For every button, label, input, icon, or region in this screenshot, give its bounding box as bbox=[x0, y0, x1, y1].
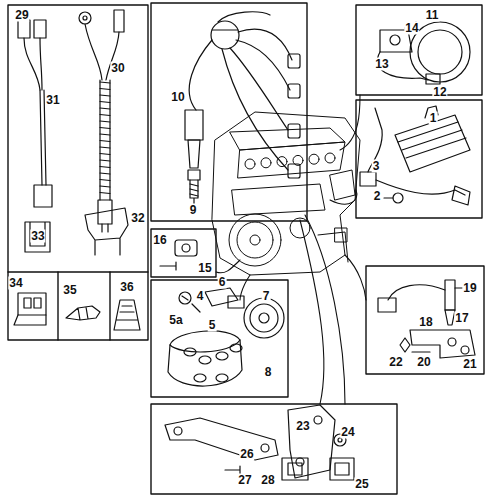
connector-parts bbox=[14, 293, 140, 330]
callout-number: 30 bbox=[110, 62, 125, 75]
ignition-leads bbox=[185, 12, 300, 206]
callout-number: 6 bbox=[218, 276, 227, 289]
cam-lobe bbox=[277, 157, 287, 167]
sheath-rib bbox=[100, 134, 110, 135]
callout-number: 28 bbox=[260, 474, 275, 487]
sheath-rib bbox=[100, 82, 110, 83]
callout-number: 5 bbox=[208, 319, 217, 332]
sheath-rib bbox=[100, 173, 110, 174]
cap-tower bbox=[194, 374, 206, 382]
callout-number: 18 bbox=[418, 316, 433, 329]
callout-number: 21 bbox=[462, 358, 477, 371]
callout-number: 34 bbox=[8, 277, 23, 290]
callout-number: 19 bbox=[462, 282, 477, 295]
sheath-rib bbox=[100, 186, 110, 187]
sheath-rib bbox=[100, 154, 110, 155]
callout-number: 17 bbox=[454, 312, 469, 325]
callout-number: 24 bbox=[340, 426, 355, 439]
callout-number: 16 bbox=[152, 234, 167, 247]
callout-number: 20 bbox=[416, 356, 431, 369]
sheath-outline bbox=[100, 80, 110, 200]
callout-number: 33 bbox=[30, 230, 45, 243]
callout-number: 11 bbox=[425, 9, 440, 22]
cam-lobe bbox=[261, 158, 271, 168]
callout-number: 31 bbox=[45, 94, 60, 107]
sheath-rib bbox=[100, 102, 110, 103]
crank-sensor bbox=[378, 280, 475, 358]
callout-number: 12 bbox=[432, 86, 447, 99]
clips bbox=[25, 208, 128, 255]
sheath-rib bbox=[100, 89, 110, 90]
callout-number: 35 bbox=[62, 284, 77, 297]
callout-number: 13 bbox=[374, 58, 389, 71]
brackets bbox=[165, 405, 354, 480]
cap-tower bbox=[199, 356, 211, 364]
callout-number: 29 bbox=[14, 9, 29, 22]
sheath-rib bbox=[100, 95, 110, 96]
sheath-rib bbox=[100, 121, 110, 122]
callout-number: 36 bbox=[119, 281, 134, 294]
engine-illustration bbox=[212, 112, 360, 275]
reference-curves bbox=[216, 95, 366, 404]
callout-number: 5a bbox=[168, 314, 183, 327]
callout-number: 14 bbox=[404, 22, 419, 35]
sheath-rib bbox=[100, 180, 110, 181]
actuator bbox=[377, 22, 470, 84]
callout-number: 25 bbox=[354, 478, 369, 491]
sheath-rib bbox=[100, 108, 110, 109]
plug-boot bbox=[288, 164, 300, 178]
cam-lobe bbox=[309, 154, 319, 164]
callout-number: 22 bbox=[388, 356, 403, 369]
callout-number: 1 bbox=[429, 112, 438, 125]
cap-tower bbox=[216, 352, 228, 360]
callout-number: 7 bbox=[262, 290, 271, 303]
ignition-coil bbox=[360, 106, 470, 205]
callout-number: 8 bbox=[264, 366, 273, 379]
callout-number: 26 bbox=[239, 448, 254, 461]
callout-number: 4 bbox=[196, 290, 205, 303]
callout-number: 3 bbox=[372, 160, 381, 173]
sheath-rib bbox=[100, 193, 110, 194]
sheath-rib bbox=[100, 160, 110, 161]
callout-number: 27 bbox=[237, 474, 252, 487]
cam-lobe bbox=[245, 159, 255, 169]
plug-boot bbox=[288, 124, 300, 138]
sheath-rib bbox=[100, 115, 110, 116]
sheath-rib bbox=[100, 147, 110, 148]
plug-boot bbox=[288, 54, 300, 68]
sheath-rib bbox=[100, 167, 110, 168]
plug-boot bbox=[288, 84, 300, 98]
cap-tower bbox=[184, 348, 196, 356]
panel-frames bbox=[8, 3, 484, 494]
wiring-harnesses bbox=[18, 10, 124, 232]
callout-number: 9 bbox=[189, 204, 198, 217]
distributor bbox=[168, 288, 284, 386]
callout-number: 23 bbox=[295, 420, 310, 433]
callout-number: 10 bbox=[170, 91, 185, 104]
sheath-rib bbox=[100, 128, 110, 129]
callout-number: 15 bbox=[197, 262, 212, 275]
cap-tower bbox=[216, 374, 228, 382]
callout-number: 2 bbox=[373, 190, 382, 203]
cap-tower bbox=[230, 344, 242, 352]
callout-number: 32 bbox=[130, 212, 145, 225]
cam-lobe bbox=[325, 153, 335, 163]
sheath-rib bbox=[100, 141, 110, 142]
